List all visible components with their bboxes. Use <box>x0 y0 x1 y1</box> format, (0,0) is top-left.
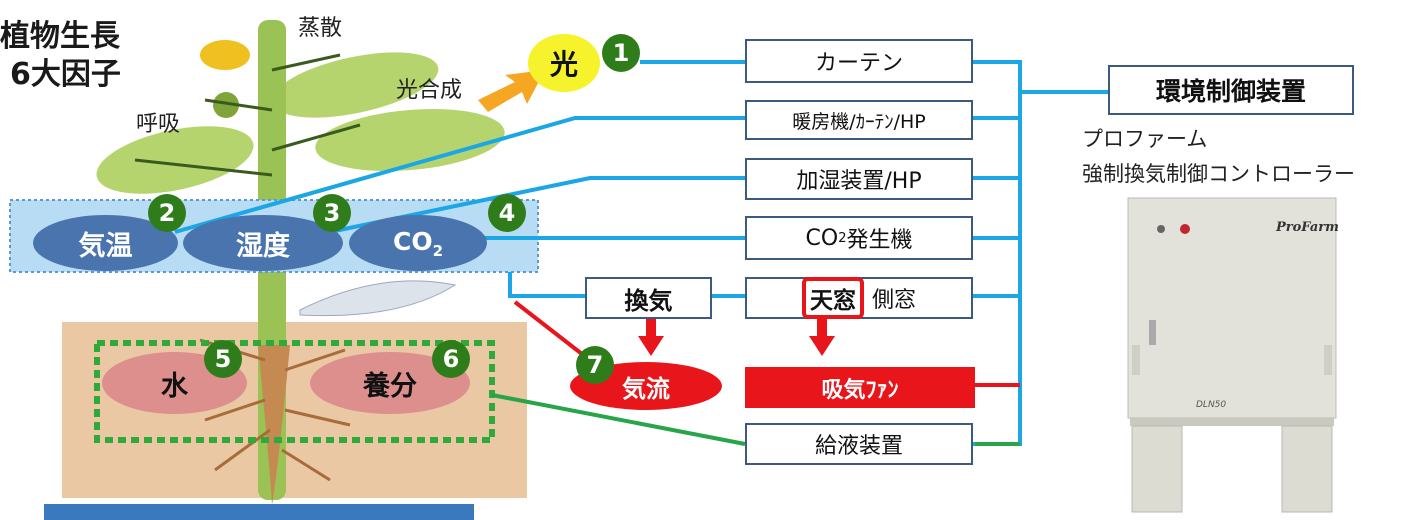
plant-growth-title: 植物生長 6大因子 <box>0 19 121 92</box>
badge-6: 6 <box>432 340 470 378</box>
soil-factor-box <box>94 340 495 443</box>
badge-4: 4 <box>488 194 526 232</box>
device-ventilation: 換気 <box>585 277 712 319</box>
controller-title: 環境制御装置 <box>1108 65 1354 115</box>
label-photosynthesis: 光合成 <box>396 78 463 103</box>
controller-model: DLN50 <box>1196 400 1227 410</box>
badge-1: 1 <box>602 34 640 72</box>
badge-2: 2 <box>148 194 186 232</box>
leaf-left <box>96 126 254 194</box>
bud <box>213 92 239 118</box>
device-curtain: カーテン <box>745 39 973 83</box>
controller-brand: ProFarm <box>1276 220 1339 235</box>
roof-window: 天窓 <box>801 277 864 319</box>
branches <box>134 53 361 177</box>
device-windows: 天窓 側窓 <box>745 277 973 319</box>
device-intake-fan: 吸気ﾌｧﾝ <box>745 367 975 408</box>
device-humidifier: 加湿装置/HP <box>745 158 973 200</box>
device-liquid-feed: 給液装置 <box>745 423 973 465</box>
leaf-top-left <box>200 40 250 70</box>
controller-line1: プロファーム <box>1082 127 1208 151</box>
device-heater: 暖房機/ｶｰﾃﾝ/HP <box>745 100 973 140</box>
feather <box>299 280 457 317</box>
badge-3: 3 <box>313 194 351 232</box>
badge-7: 7 <box>576 346 614 384</box>
blue-connections <box>174 60 1108 446</box>
light-factor: 光 <box>528 34 600 92</box>
light-arrow <box>478 70 545 112</box>
label-transpiration: 蒸散 <box>298 16 343 41</box>
label-respiration: 呼吸 <box>136 112 181 137</box>
controller-line2: 強制換気制御コントローラー <box>1082 162 1355 186</box>
green-connection <box>491 393 746 446</box>
controller-cabinet <box>1127 197 1337 513</box>
red-arrows <box>638 318 835 356</box>
leaf-right-top <box>271 52 439 118</box>
side-window: 側窓 <box>871 288 916 313</box>
leaf-right-mid <box>315 108 505 172</box>
factor-co2: CO2 <box>349 215 487 271</box>
badge-5: 5 <box>204 340 242 378</box>
bottom-bar <box>44 504 474 520</box>
root-main <box>258 345 290 505</box>
